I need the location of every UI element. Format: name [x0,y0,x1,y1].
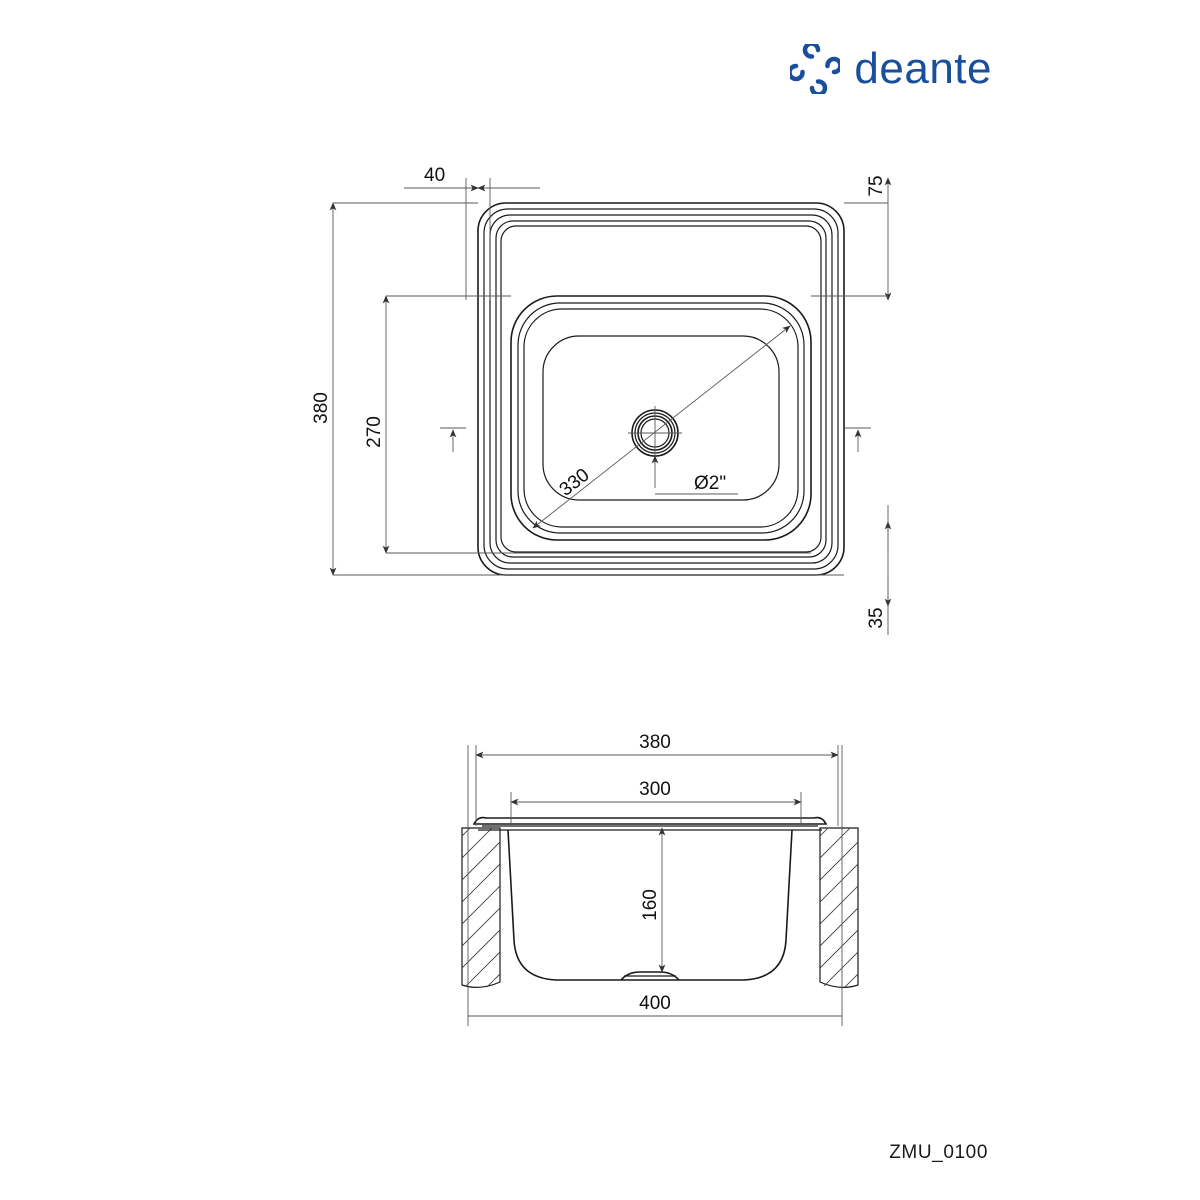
sink-outer-edge [477,202,845,576]
dim-drain-label: Ø2" [694,473,726,494]
dim-380: 380 [311,202,844,576]
section-cut-markers [440,427,871,452]
sink-rim-line-5 [500,225,822,553]
sec-dim-160-label: 160 [640,889,661,921]
sec-dim-380: 380 [475,732,839,826]
dim-330: 330 [532,325,791,529]
brand-logo: deante [790,44,992,94]
sec-dim-400: 400 [467,745,843,1026]
dim-35: 35 [866,505,892,635]
bowl-opening-line-2 [517,302,805,534]
countertop-cut-left [461,827,501,988]
section-view-sink-body [472,816,828,981]
dim-drain-diameter: Ø2" [651,455,738,495]
sec-dim-160: 160 [640,827,666,973]
deante-clover-logo-icon [790,44,841,94]
countertop-cut-right [819,827,859,988]
bowl-opening-outer [510,295,812,541]
dim-270: 270 [364,295,811,554]
brand-name: deante [854,44,992,93]
sec-dim-400-label: 400 [639,993,671,1014]
top-view-sink-body [477,202,845,576]
dim-75-label: 75 [866,175,887,196]
dim-270-label: 270 [364,416,385,448]
sec-dim-300-label: 300 [639,779,671,800]
dim-35-label: 35 [866,607,887,628]
sink-rim-line-3 [489,214,833,564]
sink-rim-line-2 [483,208,839,570]
drain-outlet [628,406,682,460]
dim-380-label: 380 [311,392,332,424]
sec-dim-300: 300 [510,779,802,826]
sink-rim-line-4 [495,220,827,558]
dim-40-label: 40 [424,165,445,186]
dim-40: 40 [404,165,540,300]
dim-75: 75 [811,175,892,301]
product-code: ZMU_0100 [889,1142,988,1163]
sec-dim-380-label: 380 [639,732,671,753]
